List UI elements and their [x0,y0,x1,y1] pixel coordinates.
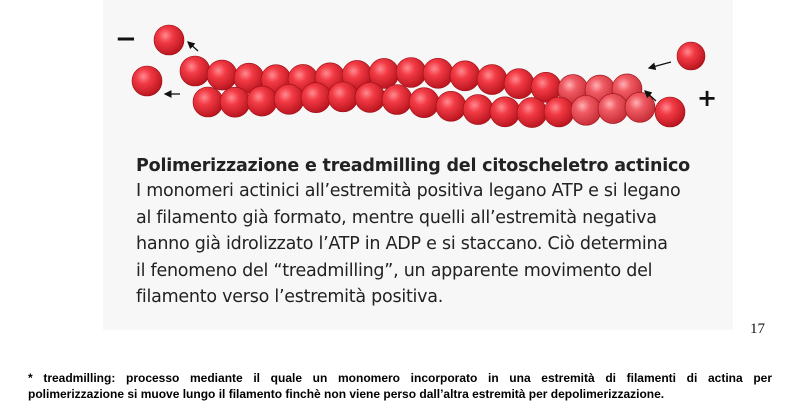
caption-title: Polimerizzazione e treadmilling del cito… [136,156,690,176]
actin-monomer [192,86,224,118]
actin-monomer [676,41,706,71]
caption-line: il fenomeno del “treadmilling”, un appar… [136,260,653,281]
actin-monomer [327,81,359,113]
actin-monomer [462,94,494,125]
actin-monomer [476,64,508,95]
actin-monomer [219,86,251,118]
actin-monomer [354,82,386,113]
actin-monomer [516,97,548,128]
footnote: * treadmilling: processo mediante il qua… [28,370,772,402]
footnote-line: polimerizzazione si muove lungo il filam… [28,387,665,401]
free-monomers [131,24,706,128]
actin-monomer [246,85,278,117]
actin-monomer [131,65,163,97]
actin-monomer [153,24,185,56]
actin-monomer [422,57,454,89]
actin-monomer [408,87,440,118]
arrow-icon [187,41,199,52]
actin-monomer [597,93,629,124]
actin-monomer [179,55,211,87]
caption-line: al filamento già formato, mentre quelli … [136,207,657,228]
actin-monomer [624,92,656,123]
actin-monomer [381,84,413,115]
caption-line: I monomeri actinici all’estremità positi… [136,181,681,201]
footnote-line: * treadmilling: processo mediante il qua… [28,371,772,385]
actin-monomer [273,84,305,115]
caption-line: hanno già idrolizzato l’ATP in ADP e si … [136,234,668,254]
page-number: 17 [750,321,765,337]
actin-monomer [489,96,521,128]
caption-line: filamento verso l’estremità positiva. [136,287,444,307]
figure-panel [103,0,733,330]
actin-filament [179,55,656,128]
arrow-icon [647,61,672,71]
actin-monomer [543,96,575,128]
actin-monomer [654,96,686,128]
actin-monomer [435,90,467,122]
actin-monomer [300,82,332,113]
actin-monomer [570,95,602,126]
figure-caption: Polimerizzazione e treadmilling del cito… [136,154,726,311]
actin-monomer [449,60,481,92]
actin-monomer [206,59,238,91]
actin-monomer [503,68,535,99]
arrow-icon [644,90,657,102]
minus-end-label: − [115,24,137,54]
plus-end-label: + [697,84,718,112]
actin-filament-diagram [131,24,706,128]
actin-monomer [395,57,427,88]
